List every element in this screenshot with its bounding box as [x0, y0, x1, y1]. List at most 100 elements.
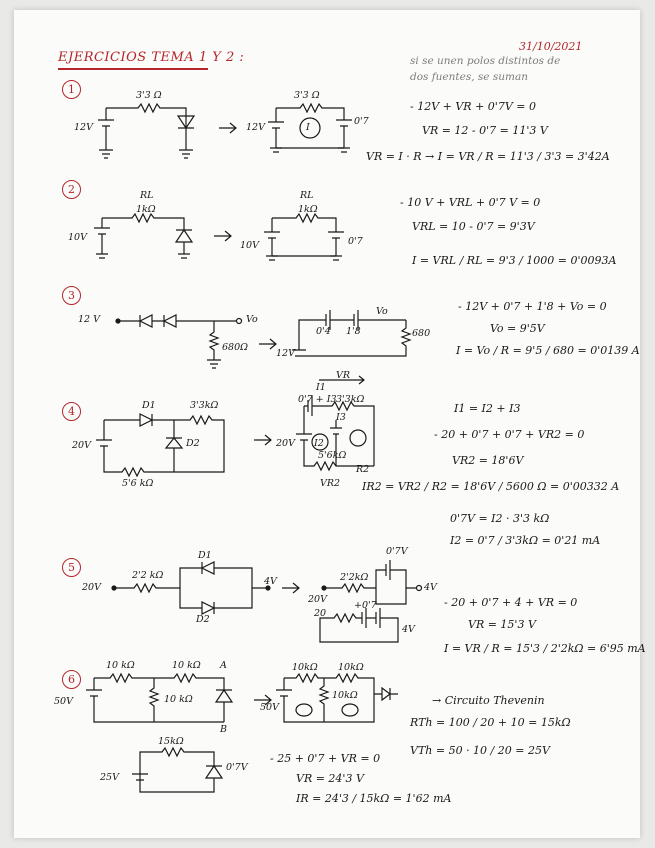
ex6-equation-3: VTh = 50 · 10 / 20 = 25V	[410, 744, 550, 757]
ex2-circuit-equivalent	[264, 212, 344, 261]
ex1-current-label: I	[306, 122, 310, 133]
ex4-circuit-original	[96, 413, 225, 478]
ex4-equation-4: IR2 = VR2 / R2 = 18'6V / 5600 Ω = 0'0033…	[362, 480, 620, 493]
ex2-equation-1: - 10 V + VRL + 0'7 V = 0	[400, 196, 541, 209]
ex4-eq-i1-label: I1	[316, 382, 326, 393]
ex1-source-label: 12V	[74, 122, 93, 133]
ex4-equation-6: I2 = 0'7 / 3'3kΩ = 0'21 mA	[450, 534, 601, 547]
ex2-equation-2: VRL = 10 - 0'7 = 9'3V	[412, 220, 535, 233]
ex5-loop-output-label: 4V	[402, 624, 415, 635]
ex6-eq-resistor1-label: 10kΩ	[292, 662, 318, 673]
ex2-diode-drop-label: 0'7	[348, 236, 363, 247]
exercise-number-4: 4	[62, 402, 81, 421]
ex3-equation-2: Vo = 9'5V	[490, 322, 545, 335]
ex6-equation-5: VR = 24'3 V	[296, 772, 364, 785]
ex4-eq-source-label: 20V	[276, 438, 295, 449]
ex3-equation-1: - 12V + 0'7 + 1'8 + Vo = 0	[458, 300, 607, 313]
ex6-node-b-label: B	[220, 724, 227, 735]
ex6-resistor2-label: 10 kΩ	[172, 660, 201, 671]
ex2-equation-3: I = VRL / RL = 9'3 / 1000 = 0'0093A	[412, 254, 617, 267]
ex4-equation-1: I1 = I2 + I3	[454, 402, 521, 415]
ex5-circuit-equivalent	[319, 560, 423, 643]
ex1-resistor-label: 3'3 Ω	[136, 90, 162, 101]
ex1-eq-resistor-label: 3'3 Ω	[294, 90, 320, 101]
ex6-circuit-equivalent	[276, 672, 398, 723]
ex5-equation-1: - 20 + 0'7 + 4 + VR = 0	[444, 596, 578, 609]
exercise-number-2: 2	[62, 180, 81, 199]
ex6-eq-resistor3-label: 10kΩ	[332, 690, 358, 701]
ex4-diode2-label: D2	[186, 438, 200, 449]
ex4-diode1-label: D1	[142, 400, 156, 411]
ex6-thevenin-resistor-label: 15kΩ	[158, 736, 184, 747]
page-title: EJERCICIOS TEMA 1 Y 2 :	[58, 50, 245, 65]
ex3-circuit-original	[115, 314, 243, 369]
circuit-diagrams	[86, 102, 423, 793]
ex1-equation-2: VR = 12 - 0'7 = 11'3 V	[422, 124, 548, 137]
ex6-source-label: 50V	[54, 696, 73, 707]
title-underline	[58, 68, 208, 70]
ex5-eq-source-label: 20V	[308, 594, 327, 605]
ex6-eq-source-label: 50V	[260, 702, 279, 713]
ex2-source-label: 10V	[68, 232, 87, 243]
ex1-eq-source-label: 12V	[246, 122, 265, 133]
notebook-page: EJERCICIOS TEMA 1 Y 2 : 31/10/2021 si se…	[14, 10, 646, 838]
margin-note-line-2: dos fuentes, se suman	[410, 71, 528, 83]
ex5-circuit-original	[111, 561, 271, 615]
ex5-output-label: 4V	[264, 576, 277, 587]
ex6-eq-resistor2-label: 10kΩ	[338, 662, 364, 673]
ex3-eq-output-label: Vo	[376, 306, 388, 317]
ex3-source-label: 12 V	[78, 314, 100, 325]
ex4-resistor2-label: 5'6 kΩ	[122, 478, 154, 489]
exercise-number-6: 6	[62, 670, 81, 689]
ex1-diode-drop-label: 0'7	[354, 116, 369, 127]
ex3-eq-source-label: 12V	[276, 348, 295, 359]
ex6-node-a-label: A	[220, 660, 227, 671]
ex1-circuit-equivalent	[268, 102, 352, 153]
ex4-eq-resistor1-label: 3'3kΩ	[336, 394, 365, 405]
ex6-thevenin-source-label: 25V	[100, 772, 119, 783]
ex2-resistor-name: RL	[140, 190, 154, 201]
ex6-resistor3-label: 10 kΩ	[164, 694, 193, 705]
ex2-resistor-value: 1kΩ	[136, 204, 156, 215]
ex1-equation-1: - 12V + VR + 0'7V = 0	[410, 100, 536, 113]
ex2-circuit-original	[94, 212, 194, 259]
ex5-loop-source-label: 20	[314, 608, 327, 619]
ex5-equation-2: VR = 15'3 V	[468, 618, 536, 631]
ex3-eq-resistor-label: 680	[412, 328, 431, 339]
ex3-eq-drop-2: 1'8	[346, 326, 361, 337]
ex6-thevenin-circuit	[132, 746, 224, 793]
ex5-eq-drop-label: 0'7V	[386, 546, 408, 557]
ex3-output-label: Vo	[246, 314, 258, 325]
ex2-eq-resistor-value: 1kΩ	[298, 204, 318, 215]
ex6-equation-6: IR = 24'3 / 15kΩ = 1'62 mA	[296, 792, 452, 805]
ex4-eq-resistor2-label: 5'6kΩ	[318, 450, 347, 461]
ex6-equation-2: RTh = 100 / 20 + 10 = 15kΩ	[410, 716, 571, 729]
ex4-eq-i2-label: I2	[314, 438, 324, 449]
ex2-eq-source-label: 10V	[240, 240, 259, 251]
ex4-equation-3: VR2 = 18'6V	[452, 454, 524, 467]
ex4-eq-r2-label: R2	[356, 464, 370, 475]
ex1-circuit-original	[98, 102, 196, 159]
ex4-eq-vr2-label: VR2	[320, 478, 341, 489]
ex5-diode1-label: D1	[198, 550, 212, 561]
ex2-eq-resistor-name: RL	[300, 190, 314, 201]
ex6-resistor1-label: 10 kΩ	[106, 660, 135, 671]
ex5-loop-drop-label: +0'7	[354, 600, 377, 611]
ex5-eq-output-label: 4V	[424, 582, 437, 593]
exercise-number-1: 1	[62, 80, 81, 99]
ex3-resistor-label: 680Ω	[222, 342, 249, 353]
ex5-diode2-label: D2	[196, 614, 210, 625]
ex4-eq-drop-label: 0'7 + I3	[298, 394, 337, 405]
ex5-eq-resistor-label: 2'2kΩ	[340, 572, 369, 583]
page-date: 31/10/2021	[519, 40, 583, 53]
exercise-number-3: 3	[62, 286, 81, 305]
ex5-equation-3: I = VR / R = 15'3 / 2'2kΩ = 6'95 mA	[444, 642, 646, 655]
ex6-equation-1: → Circuito Thevenin	[432, 694, 545, 707]
ex1-equation-3: VR = I · R → I = VR / R = 11'3 / 3'3 = 3…	[366, 150, 610, 163]
ex6-circuit-original	[86, 672, 234, 723]
ex6-thevenin-drop-label: 0'7V	[226, 762, 248, 773]
exercise-number-5: 5	[62, 558, 81, 577]
ex4-resistor1-label: 3'3kΩ	[190, 400, 219, 411]
ex4-equation-2: - 20 + 0'7 + 0'7 + VR2 = 0	[434, 428, 585, 441]
ex5-source-label: 20V	[82, 582, 101, 593]
